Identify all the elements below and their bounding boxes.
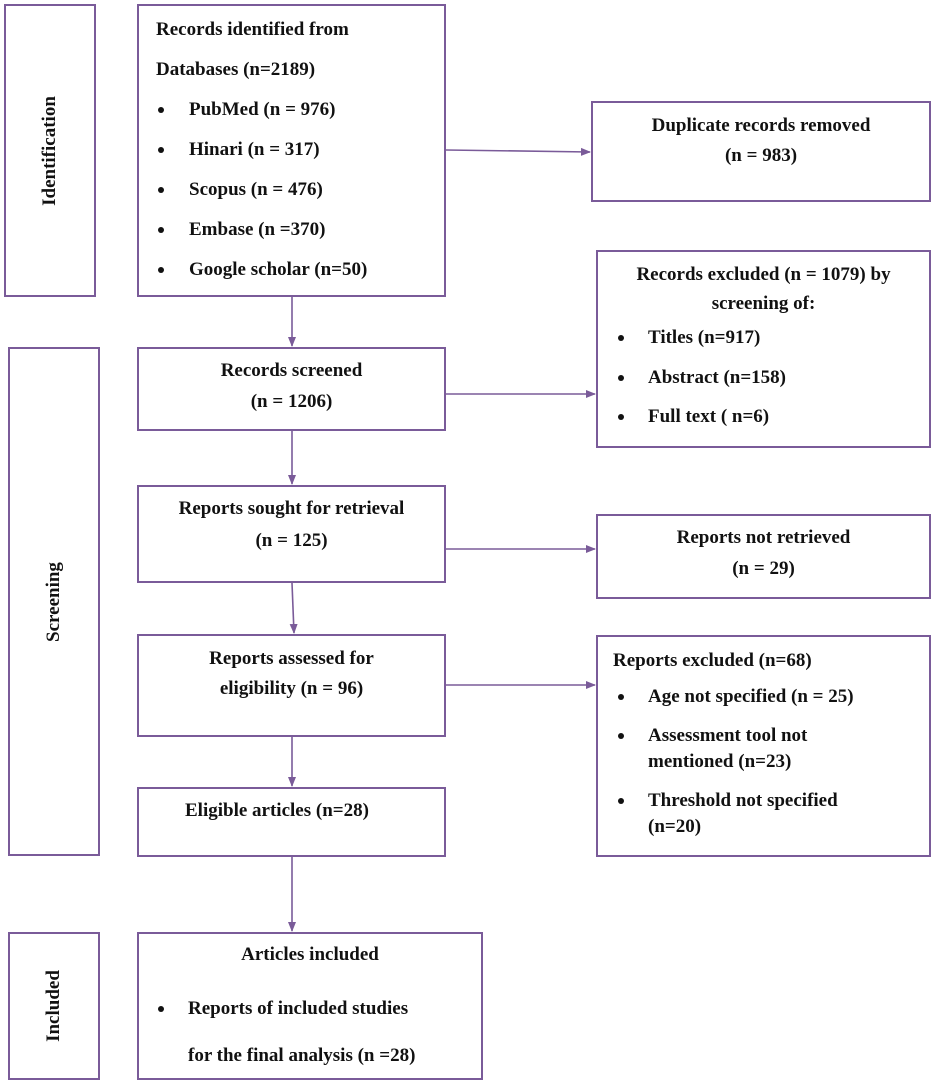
bullet (618, 375, 624, 381)
bullet (618, 335, 624, 341)
database-item: PubMed (n = 976) (189, 99, 336, 120)
bullet (618, 733, 624, 739)
eligible-articles-label: Eligible articles (n=28) (185, 800, 369, 821)
eligible-articles-box: Eligible articles (n=28) (137, 787, 446, 857)
reports-assessed-box: Reports assessed for eligibility (n = 96… (137, 634, 446, 737)
bullet (158, 107, 164, 113)
reports-excluded-item-cont: (n=20) (648, 816, 702, 837)
articles-included-title: Articles included (241, 944, 379, 965)
reports-assessed-line-2: eligibility (n = 96) (219, 678, 364, 699)
reports-excluded-title: Reports excluded (n=68) (613, 650, 812, 671)
database-item: Scopus (n = 476) (189, 179, 323, 200)
stage-included: Included (8, 932, 100, 1080)
reports-sought-line-1: Reports sought for retrieval (178, 498, 405, 519)
bullet (158, 187, 164, 193)
records-excluded-title-2: screening of: (711, 293, 816, 314)
excluded-item: Titles (n=917) (648, 327, 761, 348)
database-item: Embase (n =370) (189, 219, 326, 240)
excluded-item: Full text ( n=6) (648, 406, 770, 427)
stage-identification-label: Identification (39, 95, 60, 206)
reports-not-retrieved-line-2: (n = 29) (732, 558, 795, 579)
duplicates-removed-box: Duplicate records removed (n = 983) (591, 101, 931, 202)
stage-screening: Screening (8, 347, 100, 856)
articles-included-box: Articles included Reports of included st… (137, 932, 483, 1080)
records-excluded-box: Records excluded (n = 1079) by screening… (596, 250, 931, 448)
stage-screening-label: Screening (43, 561, 64, 642)
stage-identification: Identification (4, 4, 96, 297)
bullet (158, 267, 164, 273)
reports-not-retrieved-box: Reports not retrieved (n = 29) (596, 514, 931, 599)
duplicates-removed-line-1: Duplicate records removed (651, 115, 871, 136)
records-identified-box: Records identified from Databases (n=218… (137, 4, 446, 297)
database-item: Hinari (n = 317) (189, 139, 320, 160)
bullet (158, 1006, 164, 1012)
duplicates-removed-line-2: (n = 983) (724, 145, 798, 166)
bullet (158, 227, 164, 233)
bullet (158, 147, 164, 153)
bullet (618, 694, 624, 700)
stage-included-label: Included (43, 970, 64, 1042)
reports-not-retrieved-line-1: Reports not retrieved (676, 527, 851, 548)
records-excluded-title-1: Records excluded (n = 1079) by (636, 264, 891, 285)
arrow-sought-to-assessed (289, 582, 298, 634)
reports-excluded-item: Threshold not specified (648, 790, 838, 811)
bullet (618, 414, 624, 420)
reports-excluded-item: Age not specified (n = 25) (648, 686, 854, 707)
reports-excluded-box: Reports excluded (n=68) Age not specifie… (596, 635, 931, 857)
reports-excluded-item: Assessment tool not (648, 725, 808, 746)
records-identified-title-2: Databases (n=2189) (156, 59, 316, 80)
database-item: Google scholar (n=50) (189, 259, 368, 280)
included-item-cont: for the final analysis (n =28) (188, 1045, 416, 1066)
arrow-identified-to-duplicates (445, 147, 591, 156)
records-screened-box: Records screened (n = 1206) (137, 347, 446, 431)
records-screened-line-2: (n = 1206) (250, 391, 333, 412)
excluded-item: Abstract (n=158) (648, 367, 787, 388)
bullet (618, 798, 624, 804)
reports-assessed-line-1: Reports assessed for (209, 648, 374, 669)
reports-excluded-item-cont: mentioned (n=23) (648, 751, 792, 772)
records-screened-line-1: Records screened (220, 360, 363, 381)
included-item: Reports of included studies (188, 998, 409, 1019)
reports-sought-line-2: (n = 125) (255, 530, 328, 551)
records-identified-title-1: Records identified from (156, 19, 349, 40)
reports-sought-box: Reports sought for retrieval (n = 125) (137, 485, 446, 583)
